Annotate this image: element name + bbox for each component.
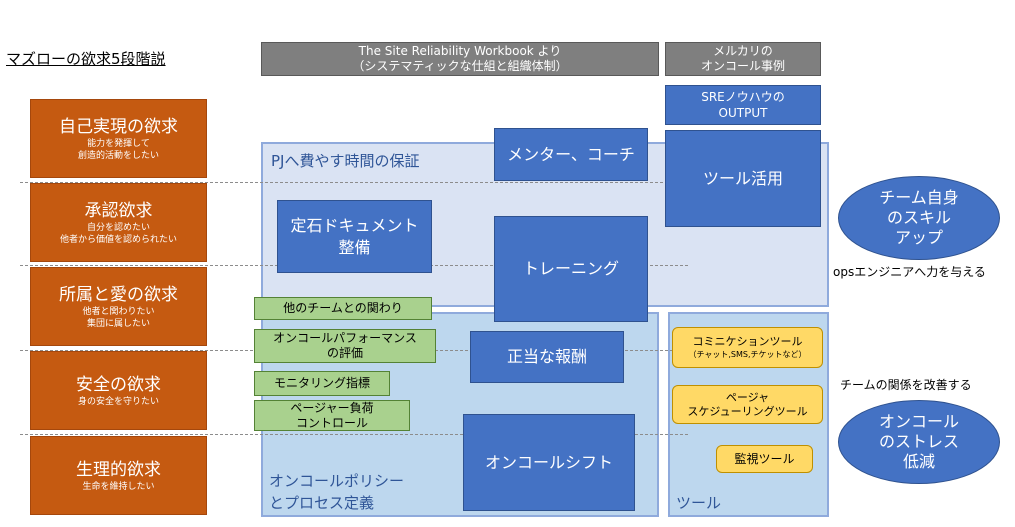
maslow-safety: 安全の欲求 身の安全を守りたい [30, 351, 207, 430]
pager-scheduling-line2: スケジューリングツール [687, 404, 808, 418]
sre-output-line1: SREノウハウの [701, 90, 785, 104]
pager-scheduling-box: ページャ スケジューリングツール [672, 385, 823, 424]
maslow-sub: 他者から価値を認められたい [59, 234, 177, 245]
maslow-title: 自己実現の欲求 [59, 116, 178, 137]
maslow-self-actualization: 自己実現の欲求 能力を発揮して 創造的活動をしたい [30, 99, 207, 178]
maslow-sub: 集団に属したい [86, 318, 150, 329]
stress-line2: のストレス [878, 432, 959, 451]
ops-power-note: opsエンジニアへ力を与える [833, 265, 986, 279]
stress-line1: オンコール [878, 412, 959, 431]
workbook-header-line2: （システマティックな仕組と組織体制） [352, 59, 568, 73]
workbook-header: The Site Reliability Workbook より （システマティ… [261, 42, 659, 76]
monitoring-tool-box: 監視ツール [716, 445, 813, 473]
stress-line3: 低減 [902, 452, 935, 471]
maslow-sub: 自分を認めたい [86, 222, 150, 233]
maslow-belonging: 所属と愛の欲求 他者と関わりたい 集団に属したい [30, 267, 207, 346]
monitoring-tool-label: 監視ツール [734, 452, 795, 466]
communication-tool-sub: （チャット,SMS,チケットなど） [688, 350, 807, 359]
standard-docs-box: 定石ドキュメント 整備 [277, 200, 432, 273]
fair-reward-box: 正当な報酬 [470, 331, 624, 383]
oncall-policy-label-line1: オンコールポリシー [269, 472, 405, 490]
maslow-title: 所属と愛の欲求 [59, 284, 178, 305]
mercari-header-line2: オンコール事例 [700, 59, 785, 73]
mercari-header-line1: メルカリの [713, 44, 773, 58]
maslow-esteem: 承認欲求 自分を認めたい 他者から価値を認められたい [30, 183, 207, 262]
standard-docs-line1: 定石ドキュメント [290, 215, 419, 235]
maslow-sub: 身の安全を守りたい [77, 396, 159, 407]
sre-output-line2: OUTPUT [718, 106, 768, 120]
maslow-title: 生理的欲求 [76, 459, 161, 480]
tools-label: ツール [676, 494, 722, 512]
maslow-sub: 他者と関わりたい [82, 306, 155, 317]
team-skill-ellipse: チーム自身 のスキル アップ [838, 176, 1000, 260]
other-teams-box: 他のチームとの関わり [254, 297, 432, 320]
mercari-header: メルカリの オンコール事例 [665, 42, 821, 76]
performance-eval-line2: の評価 [326, 346, 363, 360]
oncall-shift-box: オンコールシフト [463, 414, 635, 511]
sre-output-box: SREノウハウの OUTPUT [665, 85, 821, 125]
diagram-title: マズローの欲求5段階説 [6, 50, 166, 68]
monitoring-metrics-box: モニタリング指標 [254, 371, 390, 396]
workbook-header-line1: The Site Reliability Workbook より [358, 44, 562, 58]
maslow-title: 承認欲求 [84, 200, 153, 221]
pager-load-box: ページャー負荷 コントロール [254, 400, 410, 431]
training-box: トレーニング [494, 216, 648, 322]
performance-eval-box: オンコールパフォーマンス の評価 [254, 329, 436, 363]
divider-line-1 [20, 182, 688, 183]
mentor-coach-box: メンター、コーチ [494, 128, 648, 181]
pager-load-line2: コントロール [295, 415, 368, 430]
maslow-sub: 能力を発揮して [87, 138, 150, 149]
divider-line-4 [20, 434, 688, 435]
maslow-physiological: 生理的欲求 生命を維持したい [30, 436, 207, 515]
communication-tool-box: コミニケションツール （チャット,SMS,チケットなど） [672, 327, 823, 368]
pager-scheduling-line1: ページャ [725, 390, 770, 404]
oncall-policy-label-line2: とプロセス定義 [269, 494, 375, 512]
pager-load-line1: ページャー負荷 [290, 400, 374, 415]
maslow-sub: 創造的活動をしたい [77, 150, 159, 161]
maslow-title: 安全の欲求 [76, 374, 161, 395]
maslow-sub: 生命を維持したい [82, 481, 155, 492]
standard-docs-line2: 整備 [338, 237, 371, 257]
performance-eval-line1: オンコールパフォーマンス [273, 331, 417, 345]
team-skill-line1: チーム自身 [879, 188, 959, 207]
stress-reduction-ellipse: オンコール のストレス 低減 [838, 400, 1000, 484]
team-relation-note: チームの関係を改善する [840, 378, 972, 392]
communication-tool-title: コミニケションツール [692, 335, 803, 348]
team-skill-line2: のスキル [886, 208, 951, 227]
oncall-policy-label: オンコールポリシー とプロセス定義 [269, 470, 404, 514]
pj-time-label: PJへ費やす時間の保証 [271, 152, 420, 170]
team-skill-line3: アップ [894, 228, 943, 247]
tool-usage-box: ツール活用 [665, 130, 821, 227]
